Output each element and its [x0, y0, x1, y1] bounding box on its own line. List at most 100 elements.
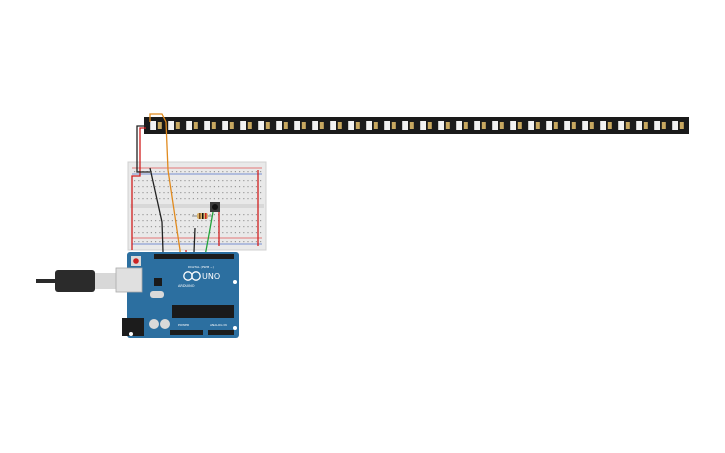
- board-sub-label: ARDUINO: [178, 284, 195, 288]
- breadboard-hole: [134, 180, 136, 182]
- led-pixel[interactable]: [672, 121, 678, 130]
- led-pixel[interactable]: [546, 121, 552, 130]
- wire-black-strip[interactable]: [149, 167, 164, 253]
- led-solder-pad: [211, 122, 216, 129]
- led-solder-pad: [607, 122, 612, 129]
- breadboard-hole: [255, 171, 257, 173]
- led-pixel[interactable]: [528, 121, 534, 130]
- usb-cable[interactable]: [36, 270, 117, 292]
- led-pixel[interactable]: [204, 121, 210, 130]
- led-pixel[interactable]: [330, 121, 336, 130]
- power-jack: [122, 318, 144, 336]
- led-pixel[interactable]: [222, 121, 228, 130]
- wire-green-button[interactable]: [204, 211, 214, 257]
- breadboard-hole: [234, 171, 236, 173]
- led-pixel[interactable]: [582, 121, 588, 130]
- breadboard-hole: [159, 171, 161, 173]
- led-pixel[interactable]: [348, 121, 354, 130]
- led-pixel[interactable]: [600, 121, 606, 130]
- breadboard-hole: [230, 171, 232, 173]
- led-pixel[interactable]: [510, 121, 516, 130]
- breadboard-hole: [159, 232, 161, 234]
- breadboard-hole: [222, 232, 224, 234]
- breadboard-hole: [260, 186, 262, 188]
- led-pixel[interactable]: [564, 121, 570, 130]
- led-pixel[interactable]: [258, 121, 264, 130]
- arduino-uno-board[interactable]: UNO ARDUINO DIGITAL (PWM ~) POWER ANALOG…: [115, 252, 239, 338]
- breadboard-hole: [184, 226, 186, 228]
- analog-header: [208, 330, 234, 335]
- breadboard-hole: [255, 180, 257, 182]
- led-pixel[interactable]: [636, 121, 642, 130]
- resistor[interactable]: [192, 213, 212, 219]
- breadboard-hole: [201, 171, 203, 173]
- breadboard-hole: [146, 186, 148, 188]
- breadboard-hole: [230, 186, 232, 188]
- led-pixel[interactable]: [474, 121, 480, 130]
- breadboard-hole: [230, 232, 232, 234]
- led-pixel[interactable]: [312, 121, 318, 130]
- wire-black-gnd[interactable]: [136, 125, 150, 173]
- breadboard-hole: [184, 180, 186, 182]
- resistor-band: [202, 213, 204, 219]
- led-pixel[interactable]: [420, 121, 426, 130]
- breadboard-hole: [192, 220, 194, 222]
- led-pixel[interactable]: [186, 121, 192, 130]
- wire-orange-data[interactable]: [149, 113, 183, 336]
- wires[interactable]: [131, 113, 259, 336]
- led-pixel[interactable]: [438, 121, 444, 130]
- breadboard-hole: [230, 214, 232, 216]
- breadboard-hole: [205, 180, 207, 182]
- led-pixel[interactable]: [150, 121, 156, 130]
- led-pixel[interactable]: [276, 121, 282, 130]
- pushbutton[interactable]: [210, 202, 220, 212]
- breadboard-hole: [234, 220, 236, 222]
- breadboard-hole: [247, 192, 249, 194]
- breadboard-hole: [247, 241, 249, 243]
- breadboard-hole: [146, 241, 148, 243]
- breadboard-hole: [226, 241, 228, 243]
- breadboard-hole: [184, 192, 186, 194]
- led-pixel[interactable]: [366, 121, 372, 130]
- breadboard-hole: [201, 180, 203, 182]
- breadboard-hole: [234, 232, 236, 234]
- reset-button-cap: [133, 258, 139, 264]
- breadboard-hole: [188, 220, 190, 222]
- led-pixel[interactable]: [618, 121, 624, 130]
- led-pixel[interactable]: [402, 121, 408, 130]
- breadboard-hole: [184, 171, 186, 173]
- breadboard-hole: [226, 186, 228, 188]
- breadboard-hole: [251, 171, 253, 173]
- breadboard[interactable]: [127, 161, 267, 251]
- breadboard-hole: [192, 171, 194, 173]
- breadboard-hole: [150, 220, 152, 222]
- breadboard-hole: [243, 180, 245, 182]
- breadboard-hole: [205, 171, 207, 173]
- led-pixel[interactable]: [168, 121, 174, 130]
- led-pixel[interactable]: [456, 121, 462, 130]
- breadboard-hole: [222, 171, 224, 173]
- breadboard-hole: [180, 198, 182, 200]
- led-strip[interactable]: [144, 117, 689, 134]
- breadboard-hole: [247, 198, 249, 200]
- breadboard-hole: [260, 232, 262, 234]
- led-pixel[interactable]: [492, 121, 498, 130]
- breadboard-hole: [142, 180, 144, 182]
- led-pixel[interactable]: [384, 121, 390, 130]
- led-pixel[interactable]: [654, 121, 660, 130]
- breadboard-hole: [243, 220, 245, 222]
- breadboard-hole: [180, 171, 182, 173]
- breadboard-hole: [230, 226, 232, 228]
- wire-black-gnd-2[interactable]: [193, 227, 196, 253]
- breadboard-hole: [176, 192, 178, 194]
- breadboard-hole: [180, 220, 182, 222]
- breadboard-hole: [163, 232, 165, 234]
- breadboard-hole: [201, 232, 203, 234]
- wire-red-5v[interactable]: [131, 127, 146, 250]
- board-brand-label: UNO: [202, 272, 220, 281]
- breadboard-hole: [184, 232, 186, 234]
- led-solder-pad: [283, 122, 288, 129]
- led-pixel[interactable]: [294, 121, 300, 130]
- led-pixel[interactable]: [240, 121, 246, 130]
